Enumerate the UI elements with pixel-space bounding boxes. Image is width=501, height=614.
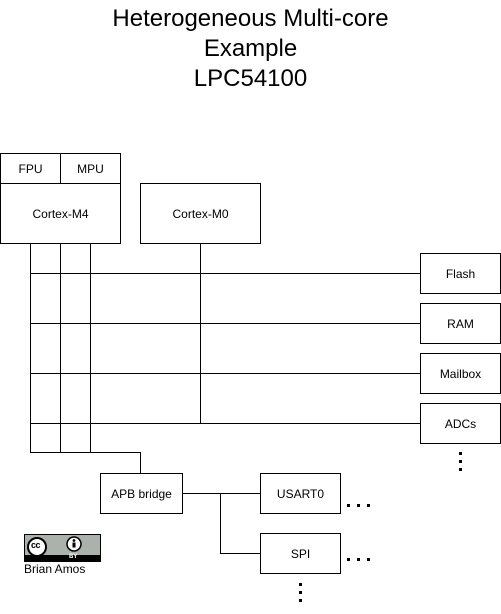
usart0-ellipsis-icon (347, 504, 370, 507)
apb-bus-line (30, 452, 140, 453)
flash-block: Flash (420, 253, 501, 294)
m4-bus-vertical-2 (60, 243, 61, 452)
cc-by-text: BY (69, 554, 78, 560)
spi-label: SPI (290, 546, 311, 561)
diagram-title: Heterogeneous Multi-core Example LPC5410… (0, 4, 501, 94)
mailbox-label: Mailbox (439, 366, 482, 381)
m0-bus-vertical (200, 243, 201, 423)
spi-block: SPI (260, 533, 341, 574)
usart0-block: USART0 (260, 473, 341, 514)
more-peripherals-ellipsis (459, 452, 463, 476)
apb-to-usart-line (182, 493, 260, 494)
apb-bridge-block: APB bridge (100, 473, 183, 514)
apb-bridge-label: APB bridge (111, 486, 172, 501)
spi-ellipsis-icon (347, 558, 370, 561)
license-author: Brian Amos (24, 562, 86, 576)
ram-bus-line (30, 323, 420, 324)
mailbox-bus-line (30, 373, 420, 374)
mpu-block: MPU (60, 153, 121, 184)
spi-ellipsis (347, 550, 375, 562)
m4-bus-vertical-3 (90, 243, 91, 452)
title-line-3: LPC54100 (193, 65, 308, 92)
usart0-label: USART0 (276, 486, 325, 501)
title-line-2: Example (203, 35, 298, 62)
fpu-block: FPU (0, 153, 61, 184)
flash-bus-line (30, 273, 420, 274)
apb-to-spi-line (220, 553, 260, 554)
title-line-1: Heterogeneous Multi-core (112, 5, 389, 32)
mailbox-block: Mailbox (420, 353, 501, 394)
apb-bus-drop (140, 452, 141, 473)
apb-to-spi-vertical (220, 493, 221, 553)
cortex-m4-block: Cortex-M4 (0, 183, 121, 244)
cc-license-icon (25, 535, 100, 561)
ram-label: RAM (447, 316, 474, 331)
mpu-label: MPU (77, 161, 104, 176)
cortex-m0-block: Cortex-M0 (140, 183, 261, 244)
m4-bus-vertical-1 (30, 243, 31, 452)
cc-symbol-text: cc (31, 540, 41, 550)
adcs-label: ADCs (444, 416, 477, 431)
ram-block: RAM (420, 303, 501, 344)
fpu-label: FPU (18, 161, 43, 176)
flash-label: Flash (445, 266, 476, 281)
cortex-m4-label: Cortex-M4 (32, 206, 89, 221)
more-apb-peripherals-ellipsis (299, 583, 303, 607)
usart0-ellipsis (347, 496, 375, 508)
adcs-block: ADCs (420, 403, 501, 444)
cc-by-license-badge: cc BY (24, 534, 101, 562)
cortex-m0-label: Cortex-M0 (172, 206, 229, 221)
adcs-bus-line (30, 423, 420, 424)
